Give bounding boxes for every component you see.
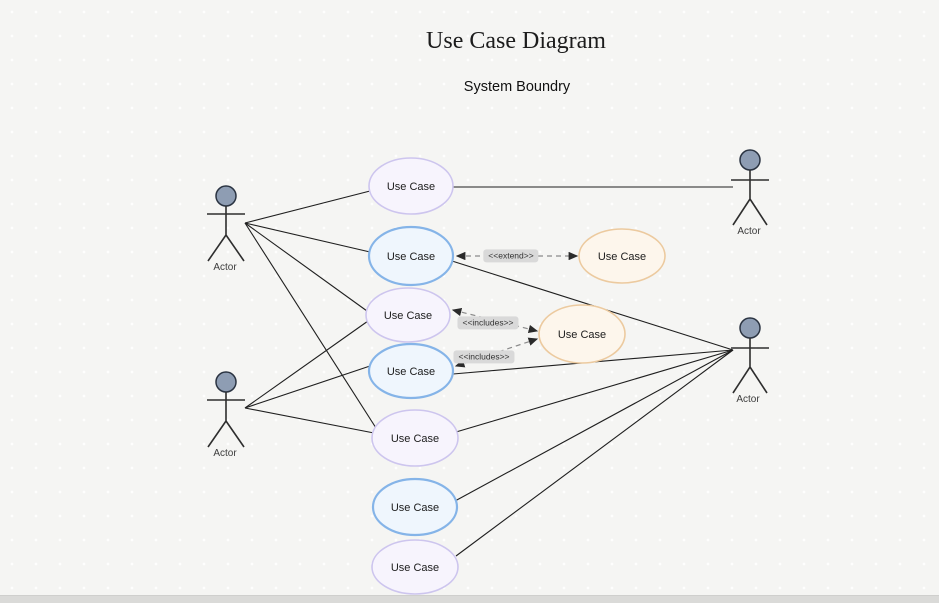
actor-top-left[interactable]: Actor — [207, 185, 245, 273]
page-title: Use Case Diagram — [426, 28, 606, 54]
association-line — [455, 349, 734, 433]
includes-arrow-1 — [451, 307, 539, 334]
association-line — [454, 349, 734, 502]
use-case-node-1[interactable]: Use Case — [368, 157, 454, 215]
canvas-bottom-edge — [0, 595, 939, 603]
use-case-label: Use Case — [391, 502, 439, 514]
actor-label: Actor — [736, 394, 760, 405]
use-case-label: Use Case — [387, 366, 435, 378]
dependency-lines — [451, 251, 579, 368]
actor-figure-icon — [207, 392, 245, 448]
use-case-node-2[interactable]: Use Case — [367, 225, 455, 287]
actor-figure-icon — [207, 206, 245, 262]
use-case-label: Use Case — [391, 562, 439, 574]
use-case-ellipse[interactable] — [367, 225, 455, 287]
actor-figure-icon — [731, 170, 769, 226]
actor-head-icon — [215, 185, 237, 207]
actor-figure-icon — [731, 338, 769, 394]
use-case-label: Use Case — [387, 181, 435, 193]
use-case-node-4[interactable]: Use Case — [367, 342, 455, 400]
association-line — [244, 222, 377, 429]
actor-top-right[interactable]: Actor — [731, 149, 769, 237]
use-case-ellipse[interactable] — [371, 477, 459, 537]
actor-label: Actor — [737, 226, 761, 237]
use-case-ellipse[interactable] — [371, 539, 459, 595]
use-case-ellipse[interactable] — [578, 228, 666, 284]
actor-bottom-right[interactable]: Actor — [731, 317, 769, 405]
use-case-node-3[interactable]: Use Case — [365, 287, 451, 343]
use-case-ellipse[interactable] — [368, 157, 454, 215]
use-case-node-6[interactable]: Use Case — [371, 477, 459, 537]
use-case-label: Use Case — [387, 251, 435, 263]
association-line — [244, 320, 369, 409]
association-line — [244, 190, 371, 224]
use-case-label: Use Case — [558, 329, 606, 341]
association-lines — [244, 186, 734, 557]
association-line — [455, 349, 734, 557]
association-line — [244, 222, 368, 312]
use-case-label: Use Case — [598, 251, 646, 263]
use-case-ellipse[interactable] — [371, 409, 459, 467]
association-line — [244, 407, 375, 434]
use-case-nodes: Use Case Use Case Use Case Use Case Use … — [365, 157, 666, 595]
includes-label-2: <<includes>> — [453, 350, 515, 364]
extend-label: <<extend>> — [483, 249, 539, 263]
association-line — [244, 222, 371, 253]
use-case-ellipse[interactable] — [365, 287, 451, 343]
system-boundary-label: System Boundry — [463, 79, 571, 95]
use-case-node-5[interactable]: Use Case — [371, 409, 459, 467]
association-line — [244, 365, 371, 409]
use-case-ellipse[interactable] — [367, 342, 455, 400]
actor-label: Actor — [213, 448, 237, 459]
actor-head-icon — [739, 149, 761, 171]
actor-label: Actor — [213, 262, 237, 273]
actor-head-icon — [739, 317, 761, 339]
use-case-ellipse[interactable] — [538, 304, 626, 364]
use-case-label: Use Case — [391, 433, 439, 445]
includes-label-1: <<includes>> — [457, 316, 519, 330]
use-case-node-7[interactable]: Use Case — [371, 539, 459, 595]
use-case-node-extend-target[interactable]: Use Case — [578, 228, 666, 284]
actor-head-icon — [215, 371, 237, 393]
actor-bottom-left[interactable]: Actor — [207, 371, 245, 459]
use-case-label: Use Case — [384, 310, 432, 322]
use-case-node-include-target[interactable]: Use Case — [538, 304, 626, 364]
